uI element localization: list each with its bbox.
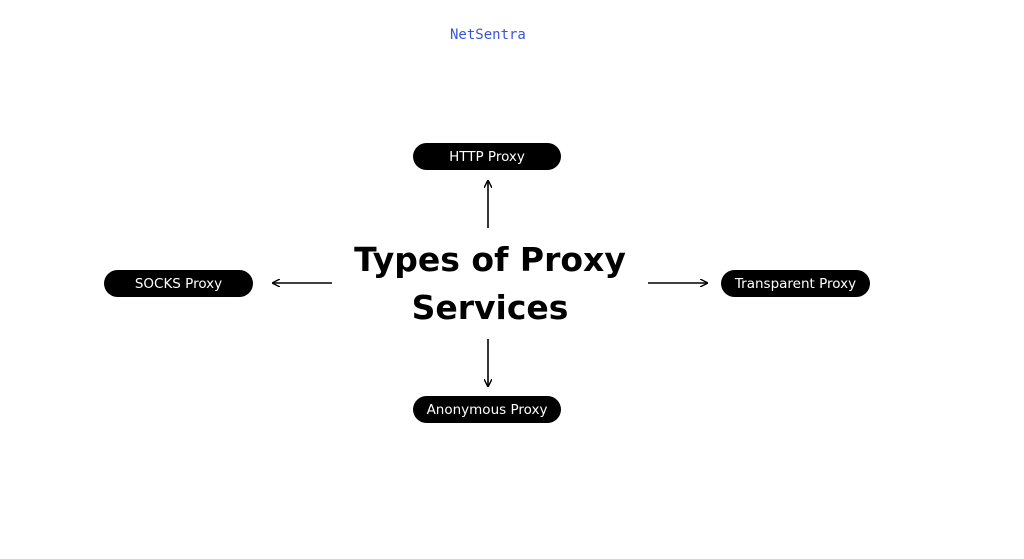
diagram-title: Types of Proxy Services [340, 236, 640, 332]
diagram-title-line1: Types of Proxy [354, 240, 626, 279]
node-anonymous-proxy-label: Anonymous Proxy [426, 401, 548, 418]
node-transparent-proxy: Transparent Proxy [721, 270, 870, 297]
node-http-proxy: HTTP Proxy [413, 143, 561, 170]
brand-logo-text: NetSentra [450, 27, 526, 43]
node-socks-proxy: SOCKS Proxy [104, 270, 253, 297]
node-anonymous-proxy: Anonymous Proxy [413, 396, 561, 423]
node-transparent-proxy-label: Transparent Proxy [734, 275, 857, 292]
node-http-proxy-label: HTTP Proxy [449, 148, 525, 165]
node-socks-proxy-label: SOCKS Proxy [134, 275, 223, 292]
diagram-title-line2: Services [411, 288, 569, 327]
